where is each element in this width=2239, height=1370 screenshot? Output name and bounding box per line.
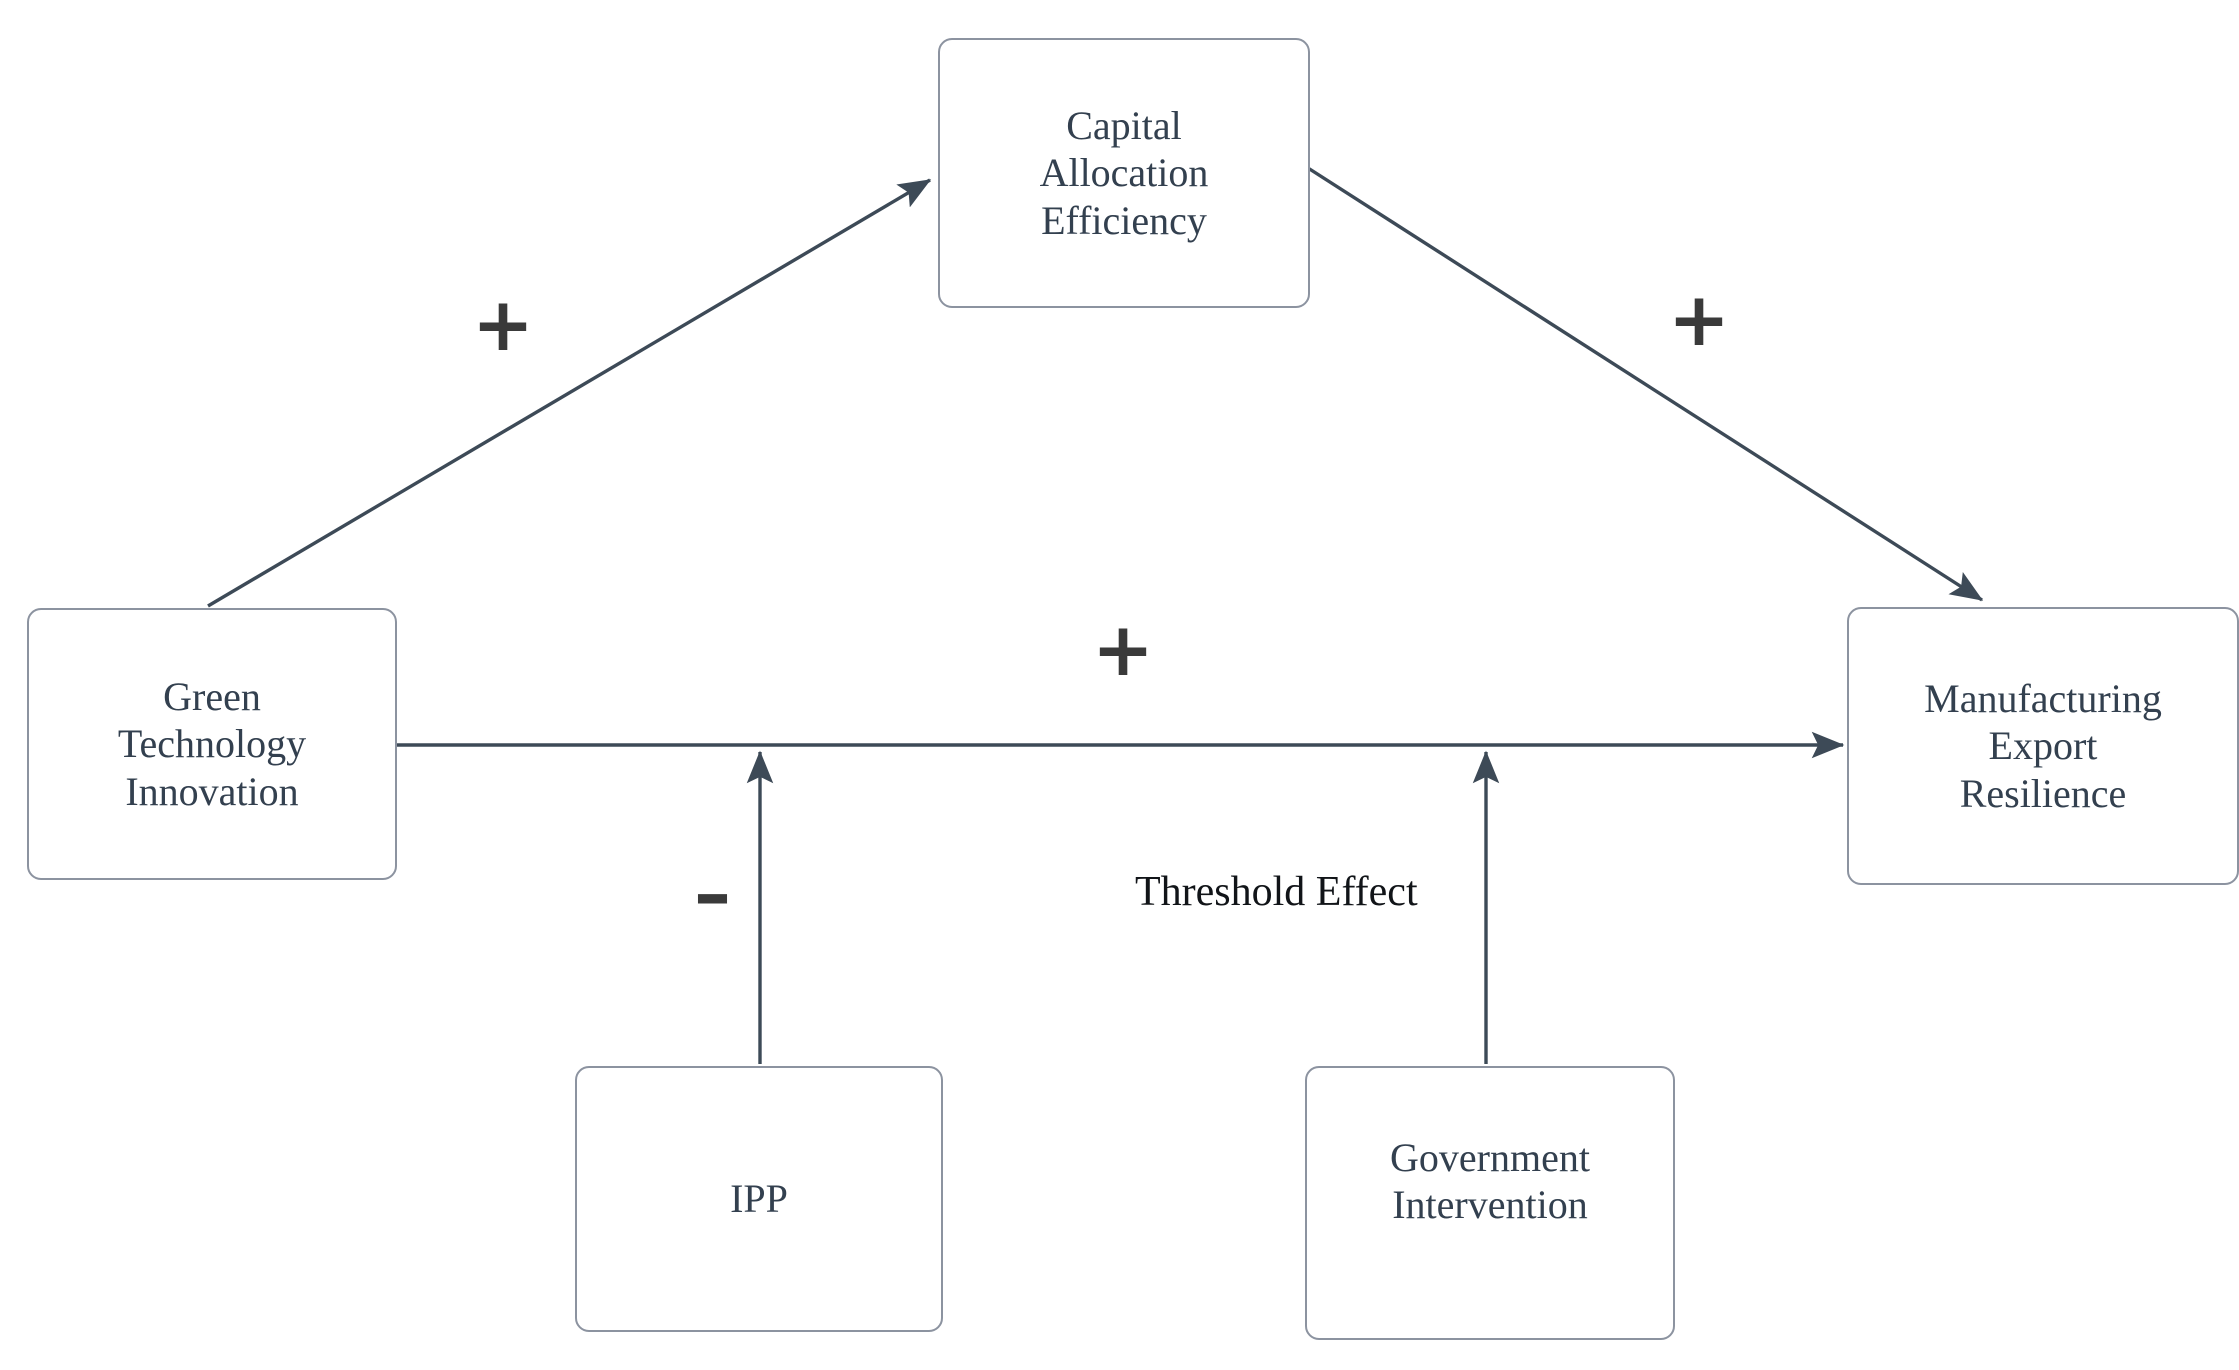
node-manufacturing-export-resilience[interactable]: Manufacturing Export Resilience (1847, 607, 2239, 885)
edge-sign-positive-cae-mer: + (1668, 277, 1731, 363)
edge-sign-negative-ipp: – (694, 851, 731, 937)
node-label: Capital Allocation Efficiency (1039, 103, 1209, 243)
edge-sign-positive-gti-cae: + (472, 282, 535, 368)
node-label: Government Intervention (1390, 1135, 1590, 1228)
node-government-intervention[interactable]: Government Intervention (1305, 1066, 1675, 1340)
edge-label-threshold-effect: Threshold Effect (1135, 869, 1418, 915)
node-capital-allocation-efficiency[interactable]: Capital Allocation Efficiency (938, 38, 1310, 308)
node-label: Green Technology Innovation (117, 674, 307, 814)
node-green-technology-innovation[interactable]: Green Technology Innovation (27, 608, 397, 880)
edge-gti-to-cae (207, 178, 932, 608)
node-label: Manufacturing Export Resilience (1924, 676, 2162, 816)
node-label: IPP (730, 1176, 788, 1222)
edge-cae-to-mer (1307, 166, 1984, 602)
node-ipp[interactable]: IPP (575, 1066, 943, 1332)
edge-sign-positive-gti-mer: + (1092, 607, 1155, 693)
